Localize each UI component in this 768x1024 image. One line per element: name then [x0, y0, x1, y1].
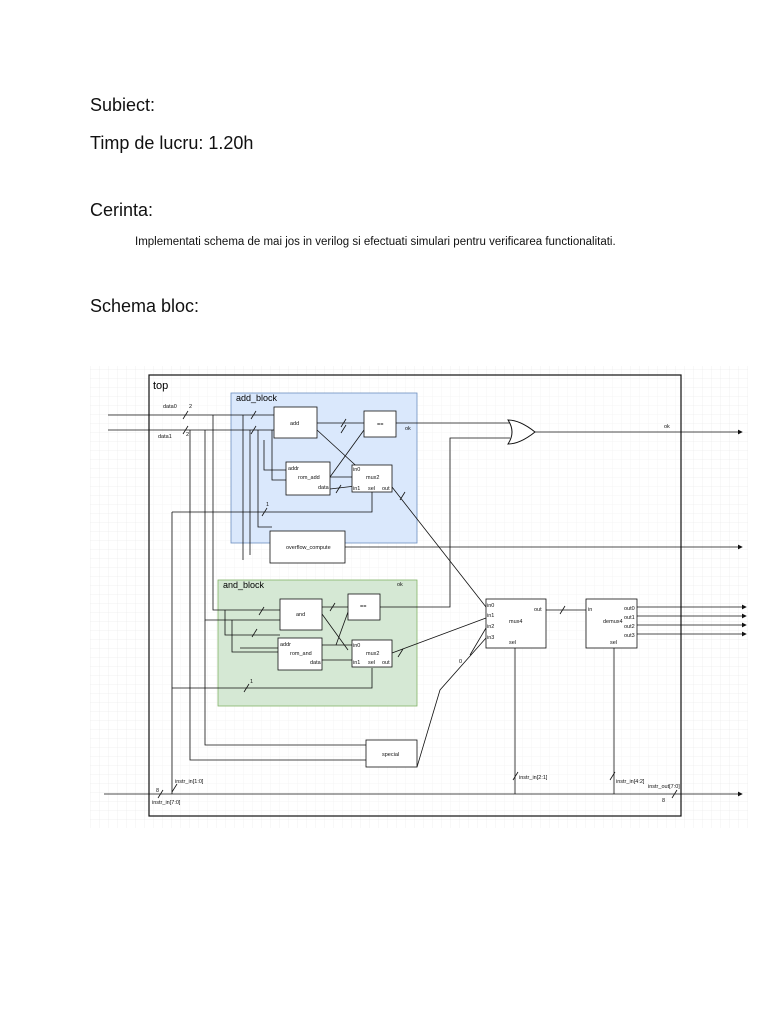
- demux4-sel-text: sel: [610, 640, 617, 646]
- special-unit: [365, 739, 418, 768]
- add-ok-text: ok: [405, 426, 411, 432]
- rom-and-text: rom_and: [290, 651, 312, 657]
- data0-label: data0: [163, 404, 177, 410]
- demux4-out2-text: out2: [624, 624, 635, 630]
- add-eq-text: ==: [377, 422, 383, 428]
- add-mux-out-text: out: [382, 486, 390, 492]
- add-mux-sel-text: sel: [368, 486, 375, 492]
- and-eq-text: ==: [360, 604, 366, 610]
- instr-in-10-label: instr_in[1:0]: [175, 779, 204, 785]
- and-sel-width-text: 1: [250, 679, 253, 685]
- add-text: add: [290, 421, 299, 427]
- block-schema-heading: Schema bloc:: [90, 296, 200, 316]
- mux4-in2-text: in2: [487, 624, 494, 630]
- demux4-out0-text: out0: [624, 606, 635, 612]
- overflow-compute-unit: [269, 530, 346, 564]
- and-text: and: [296, 612, 305, 618]
- rom-and-unit: [277, 637, 323, 671]
- add-sel-width-text: 1: [266, 502, 269, 508]
- top-label: top: [153, 380, 168, 392]
- requirement-heading: Cerinta:: [90, 200, 154, 220]
- instr-out-width-label: 8: [662, 798, 665, 804]
- grid-background: [90, 366, 748, 828]
- data1-width-label: 2: [186, 432, 189, 438]
- instr-in-width-label: 8: [156, 788, 159, 794]
- requirement-text: Implementati schema de mai jos in verilo…: [135, 236, 616, 248]
- demux4-in-text: in: [588, 607, 592, 613]
- rom-and-addr-text: addr: [280, 642, 291, 648]
- demux4-out1-text: out1: [624, 615, 635, 621]
- add-eq-comparator: [363, 410, 397, 438]
- instr-in-21-label: instr_in[2:1]: [519, 775, 548, 781]
- instr-in-42-label: instr_in[4:2]: [616, 779, 645, 785]
- add-block-label: add_block: [236, 393, 278, 403]
- and-eq-comparator: [347, 593, 381, 621]
- demux4-text: demux4: [603, 619, 623, 625]
- and-mux-out-text: out: [382, 660, 390, 666]
- const-zero-text: 0: [459, 659, 462, 665]
- bus-width-ticks: [157, 410, 678, 799]
- special-text: special: [382, 752, 399, 758]
- mux4-out-text: out: [534, 607, 542, 613]
- and-mux-in1-text: in1: [353, 660, 360, 666]
- mux4-in1-text: in1: [487, 613, 494, 619]
- mux4-in0-text: in0: [487, 603, 494, 609]
- and-mux2-unit: [351, 639, 393, 668]
- subject-heading: Subiect:: [90, 95, 156, 115]
- add-mux-text: mux2: [366, 475, 379, 481]
- add-unit: [273, 406, 318, 439]
- and-mux-in0-text: in0: [353, 643, 360, 649]
- add-mux-in0-text: in0: [353, 467, 360, 473]
- demux4-unit: [585, 598, 638, 649]
- and-unit: [279, 598, 323, 631]
- and-block-label: and_block: [223, 580, 265, 590]
- or-gate: [507, 419, 536, 445]
- data1-label: data1: [158, 434, 172, 440]
- ok-output-label: ok: [664, 424, 670, 430]
- and-ok-text: ok: [397, 582, 403, 588]
- mux4-sel-text: sel: [509, 640, 516, 646]
- data0-width-label: 2: [189, 404, 192, 410]
- add-mux-in1-text: in1: [353, 486, 360, 492]
- mux4-unit: [485, 598, 547, 649]
- rom-add-addr-text: addr: [288, 466, 299, 472]
- work-time-heading: Timp de lucru: 1.20h: [90, 133, 254, 153]
- block-diagram: top add_block and_block: [90, 366, 748, 828]
- rom-add-text: rom_add: [298, 475, 320, 481]
- mux4-text: mux4: [509, 619, 522, 625]
- mux4-in3-text: in3: [487, 635, 494, 641]
- and-mux-text: mux2: [366, 651, 379, 657]
- rom-add-unit: [285, 461, 331, 496]
- demux4-out3-text: out3: [624, 633, 635, 639]
- and-mux-sel-text: sel: [368, 660, 375, 666]
- add-mux2-unit: [351, 464, 393, 493]
- rom-and-data-text: data: [310, 660, 322, 666]
- instr-in-70-label: instr_in[7:0]: [152, 800, 181, 806]
- rom-add-data-text: data: [318, 485, 330, 491]
- instr-out-70-label: instr_out[7:0]: [648, 784, 680, 790]
- wires: [104, 414, 747, 797]
- overflow-text: overflow_compute: [286, 545, 331, 551]
